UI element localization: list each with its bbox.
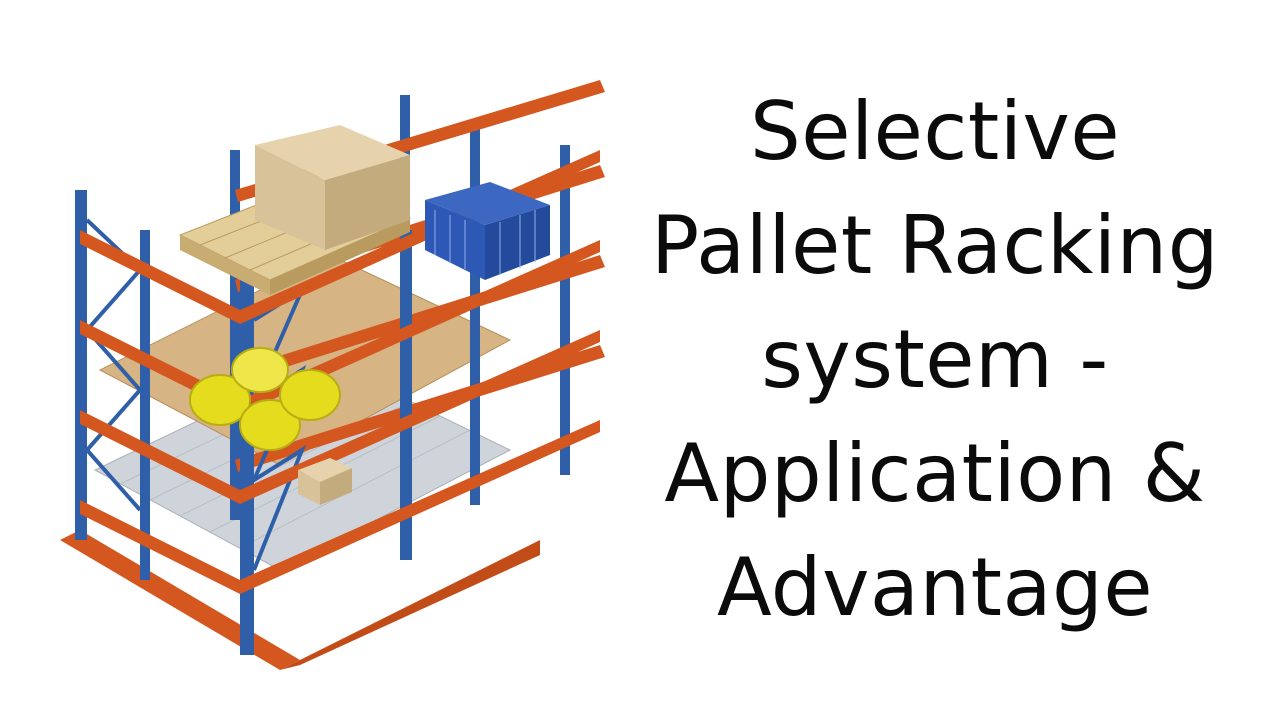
title-block: Selective Pallet Racking system - Applic… xyxy=(600,70,1270,650)
cardboard-box xyxy=(255,125,410,250)
pallet-racking-illustration xyxy=(60,80,605,670)
title-line-4: Application & xyxy=(664,427,1206,520)
small-box xyxy=(298,458,352,505)
base-beam-side xyxy=(280,540,540,670)
title-line-5: Advantage xyxy=(716,541,1154,634)
yellow-drums xyxy=(189,347,341,451)
title-line-2: Pallet Racking xyxy=(650,199,1219,292)
wire-cage xyxy=(425,182,550,280)
title-line-3: system - xyxy=(761,313,1109,406)
title-line-1: Selective xyxy=(749,85,1121,178)
